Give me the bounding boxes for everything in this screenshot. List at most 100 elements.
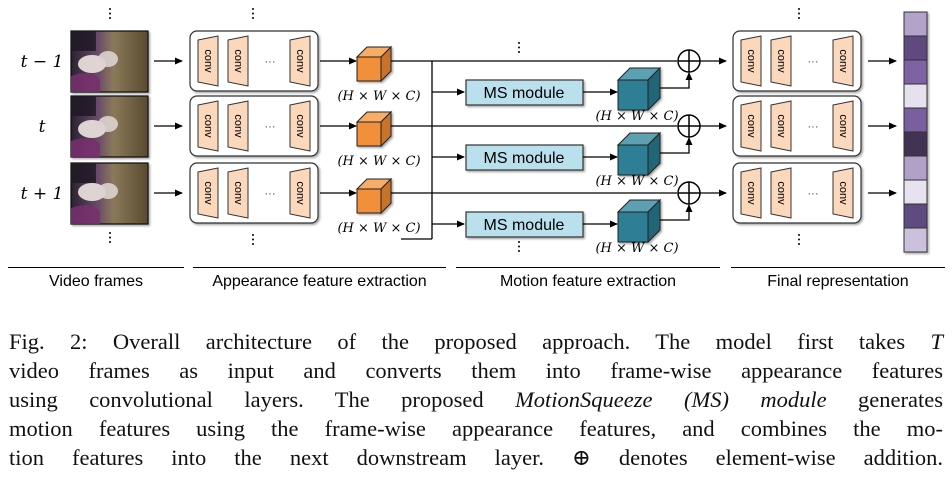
section-rule-appearance xyxy=(193,267,446,268)
conv-trapezoid xyxy=(832,35,854,87)
dot xyxy=(518,42,520,44)
motion-feature-cube xyxy=(616,66,662,112)
dot xyxy=(109,12,111,15)
dot xyxy=(518,46,520,49)
cube-front-face xyxy=(617,79,649,111)
frame-dark-region xyxy=(71,163,96,183)
frame-hand-2 xyxy=(98,183,118,199)
conv-layer: conv xyxy=(770,167,792,219)
horizontal-ellipsis: ··· xyxy=(808,121,819,133)
video-frame xyxy=(70,95,149,158)
caption-line: motion features using the frame-wise app… xyxy=(9,416,943,441)
conv-label: conv xyxy=(837,181,849,205)
conv-trapezoid xyxy=(227,167,249,219)
appearance-feature-cube xyxy=(355,110,393,148)
frame-purple-region xyxy=(71,73,100,92)
dot xyxy=(798,12,800,15)
representation-cell xyxy=(903,83,928,109)
representation-cell xyxy=(903,155,928,181)
conv-layer: conv xyxy=(227,100,249,152)
frame-dark-region xyxy=(71,31,96,51)
dot xyxy=(109,236,111,239)
frame-hand-2 xyxy=(98,51,118,67)
frame-hand xyxy=(78,183,106,201)
conv-block-container xyxy=(732,30,862,92)
final-top-ellipsis xyxy=(798,8,800,19)
appearance-feature-shape-label: (H × W × C) xyxy=(337,154,420,169)
conv-label: conv xyxy=(202,181,214,205)
ms-module-label: MS module xyxy=(484,150,565,167)
appearance-feature-shape-label: (H × W × C) xyxy=(337,89,420,104)
conv-trapezoid xyxy=(289,100,311,152)
conv-label: conv xyxy=(202,49,214,73)
conv-trapezoid xyxy=(770,100,792,152)
conv-label: conv xyxy=(745,114,757,138)
appearance-conv-block: conv conv conv ··· xyxy=(189,95,319,157)
appearance-top-ellipsis xyxy=(252,8,254,19)
arrow-motion-to-addition xyxy=(660,137,693,154)
appearance-feature-cube xyxy=(355,45,393,83)
representation-cell xyxy=(903,179,928,205)
conv-layer: conv xyxy=(289,100,311,152)
conv-trapezoid xyxy=(740,100,762,152)
dot xyxy=(252,8,254,10)
conv-trapezoid xyxy=(770,167,792,219)
conv-trapezoid xyxy=(740,167,762,219)
dot xyxy=(109,17,111,19)
conv-trapezoid xyxy=(227,35,249,87)
representation-cell xyxy=(903,131,928,157)
frame-hand-2 xyxy=(98,116,118,132)
conv-trapezoid xyxy=(227,100,249,152)
dot xyxy=(798,238,800,241)
dot xyxy=(518,241,520,243)
caption-line: tion features into the next downstream l… xyxy=(9,445,943,470)
final-bottom-ellipsis xyxy=(798,234,800,245)
conv-layer: conv xyxy=(227,167,249,219)
conv-label: conv xyxy=(232,114,244,138)
ms-module: MS module xyxy=(465,211,584,238)
conv-label: conv xyxy=(232,49,244,73)
conv-layer: conv xyxy=(740,100,762,152)
conv-layer: conv xyxy=(197,100,219,152)
addition-icon xyxy=(677,181,701,205)
representation-cell xyxy=(903,227,928,253)
dot xyxy=(518,250,520,252)
conv-label: conv xyxy=(745,181,757,205)
conv-label: conv xyxy=(294,49,306,73)
section-label-motion: Motion feature extraction xyxy=(499,273,677,290)
horizontal-ellipsis: ··· xyxy=(265,121,276,133)
conv-layer: conv xyxy=(740,35,762,87)
representation-cell xyxy=(903,11,928,37)
cube-front-face xyxy=(356,188,382,214)
appearance-feature-cube xyxy=(355,177,393,215)
motion-feature-shape-label: (H × W × C) xyxy=(595,174,678,189)
conv-label: conv xyxy=(775,181,787,205)
conv-layer: conv xyxy=(832,100,854,152)
frame-dark-region xyxy=(71,96,96,116)
conv-trapezoid xyxy=(197,167,219,219)
arrow-motion-to-addition xyxy=(660,204,693,221)
time-label: t − 1 xyxy=(21,52,64,72)
dot xyxy=(518,51,520,53)
motion-feature-shape-label: (H × W × C) xyxy=(595,241,678,256)
conv-label: conv xyxy=(837,114,849,138)
cube-front-face xyxy=(356,121,382,147)
dot xyxy=(109,8,111,10)
horizontal-ellipsis: ··· xyxy=(265,56,276,68)
dot xyxy=(798,17,800,19)
video-frame xyxy=(70,30,149,93)
conv-trapezoid xyxy=(289,35,311,87)
conv-layer: conv xyxy=(289,167,311,219)
conv-trapezoid xyxy=(197,100,219,152)
conv-label: conv xyxy=(775,114,787,138)
conv-label: conv xyxy=(837,49,849,73)
dot xyxy=(252,17,254,19)
conv-layer: conv xyxy=(740,167,762,219)
motion-feature-cube xyxy=(616,131,662,177)
dot xyxy=(109,241,111,243)
representation-cell xyxy=(903,107,928,133)
cube-front-face xyxy=(356,56,382,82)
conv-block-container xyxy=(189,30,319,92)
conv-layer: conv xyxy=(770,100,792,152)
